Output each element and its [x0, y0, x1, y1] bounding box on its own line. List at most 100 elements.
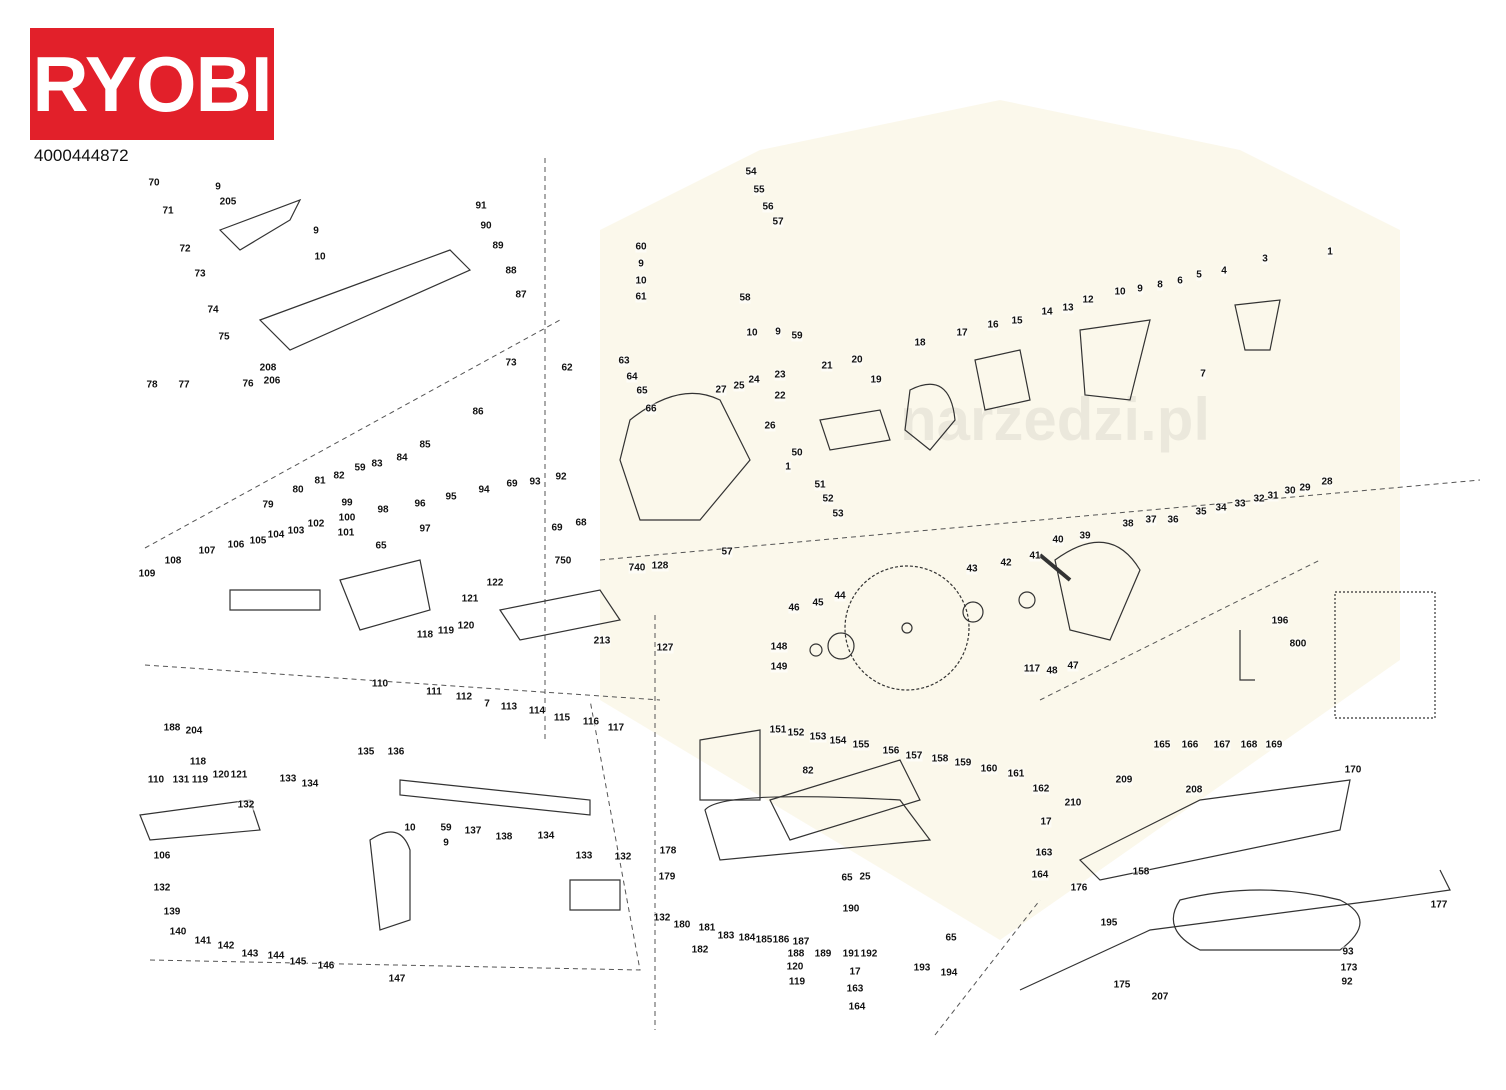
- part-number-label: 169: [1265, 739, 1283, 751]
- part-number-label: 208: [259, 362, 277, 374]
- part-number-label: 119: [191, 774, 209, 786]
- part-number-label: 95: [445, 491, 457, 503]
- part-number-label: 191: [842, 948, 860, 960]
- part-number-label: 56: [762, 201, 774, 213]
- part-number-label: 136: [387, 746, 405, 758]
- part-number-label: 185: [755, 934, 773, 946]
- part-number-label: 160: [980, 763, 998, 775]
- part-number-label: 145: [289, 956, 307, 968]
- part-number-label: 119: [788, 976, 806, 988]
- part-number-label: 93: [1342, 946, 1354, 958]
- part-number-label: 183: [717, 930, 735, 942]
- part-number-label: 204: [185, 725, 203, 737]
- part-number-label: 120: [786, 961, 804, 973]
- part-number-label: 187: [792, 936, 810, 948]
- ryobi-logo: RYOBI: [30, 28, 274, 140]
- part-number-label: 10: [314, 251, 326, 263]
- part-number-label: 164: [1031, 869, 1049, 881]
- part-number-label: 104: [267, 529, 285, 541]
- part-number-label: 12: [1082, 294, 1094, 306]
- part-number-label: 127: [656, 642, 674, 654]
- part-number-label: 132: [237, 799, 255, 811]
- part-number-label: 134: [301, 778, 319, 790]
- part-number-label: 17: [849, 966, 861, 978]
- part-number-label: 78: [146, 379, 158, 391]
- part-number-label: 152: [787, 727, 805, 739]
- part-number-label: 154: [829, 735, 847, 747]
- part-number-label: 59: [440, 822, 452, 834]
- part-number-label: 178: [659, 845, 677, 857]
- part-number-label: 51: [814, 479, 826, 491]
- part-number-label: 165: [1153, 739, 1171, 751]
- part-number-label: 108: [164, 555, 182, 567]
- part-number-label: 188: [163, 722, 181, 734]
- part-number-label: 60: [635, 241, 647, 253]
- part-number-label: 119: [437, 625, 455, 637]
- part-number-label: 103: [287, 525, 305, 537]
- part-number-label: 118: [189, 756, 207, 768]
- part-number-label: 143: [241, 948, 259, 960]
- part-number-label: 82: [802, 765, 814, 777]
- part-number-label: 10: [1114, 286, 1126, 298]
- part-number-label: 90: [480, 220, 492, 232]
- part-number-label: 92: [1341, 976, 1353, 988]
- part-number-label: 39: [1079, 530, 1091, 542]
- part-number-label: 113: [500, 701, 518, 713]
- part-number-label: 173: [1340, 962, 1358, 974]
- part-number-label: 32: [1253, 493, 1265, 505]
- part-number-label: 3: [1262, 253, 1268, 265]
- part-number-label: 20: [851, 354, 863, 366]
- part-number-label: 57: [721, 546, 733, 558]
- part-number-label: 163: [1035, 847, 1053, 859]
- part-number-label: 7: [1200, 368, 1206, 380]
- part-number-label: 147: [388, 973, 406, 985]
- part-number-label: 99: [341, 497, 353, 509]
- part-number-label: 100: [338, 512, 356, 524]
- part-number-label: 58: [739, 292, 751, 304]
- watermark: [600, 100, 1400, 940]
- part-number-label: 107: [198, 545, 216, 557]
- part-number-label: 110: [371, 678, 389, 690]
- part-number-label: 98: [377, 504, 389, 516]
- part-number-label: 73: [505, 357, 517, 369]
- part-number-label: 55: [753, 184, 765, 196]
- part-number-label: 188: [787, 948, 805, 960]
- part-number-label: 7: [484, 698, 490, 710]
- part-number-label: 140: [169, 926, 187, 938]
- part-number-label: 121: [461, 593, 479, 605]
- part-number-label: 9: [215, 181, 221, 193]
- part-number-label: 9: [443, 837, 449, 849]
- part-number-label: 27: [715, 384, 727, 396]
- part-number-label: 44: [834, 590, 846, 602]
- part-number-label: 17: [1040, 816, 1052, 828]
- part-number-label: 207: [1151, 991, 1169, 1003]
- part-number-label: 97: [419, 523, 431, 535]
- part-number-label: 166: [1181, 739, 1199, 751]
- part-number-label: 9: [313, 225, 319, 237]
- part-number-label: 48: [1046, 665, 1058, 677]
- part-number-label: 120: [212, 769, 230, 781]
- part-number-label: 121: [230, 769, 248, 781]
- handle: [258, 249, 472, 351]
- part-number-label: 740: [628, 562, 646, 574]
- part-number-label: 35: [1195, 506, 1207, 518]
- part-number-label: 118: [416, 629, 434, 641]
- part-number-label: 213: [593, 635, 611, 647]
- part-number-label: 65: [841, 872, 853, 884]
- part-number-label: 96: [414, 498, 426, 510]
- part-number-label: 21: [821, 360, 833, 372]
- part-number-label: 85: [419, 439, 431, 451]
- part-number-label: 5: [1196, 269, 1202, 281]
- part-number-label: 10: [635, 275, 647, 287]
- part-number-label: 114: [528, 705, 546, 717]
- part-number-label: 59: [354, 462, 366, 474]
- part-number-label: 132: [614, 851, 632, 863]
- part-number-label: 153: [809, 731, 827, 743]
- part-number-label: 205: [219, 196, 237, 208]
- part-number-label: 209: [1115, 774, 1133, 786]
- part-number-label: 157: [905, 750, 923, 762]
- part-number-label: 175: [1113, 979, 1131, 991]
- part-number-label: 189: [814, 948, 832, 960]
- part-number-label: 141: [194, 935, 212, 947]
